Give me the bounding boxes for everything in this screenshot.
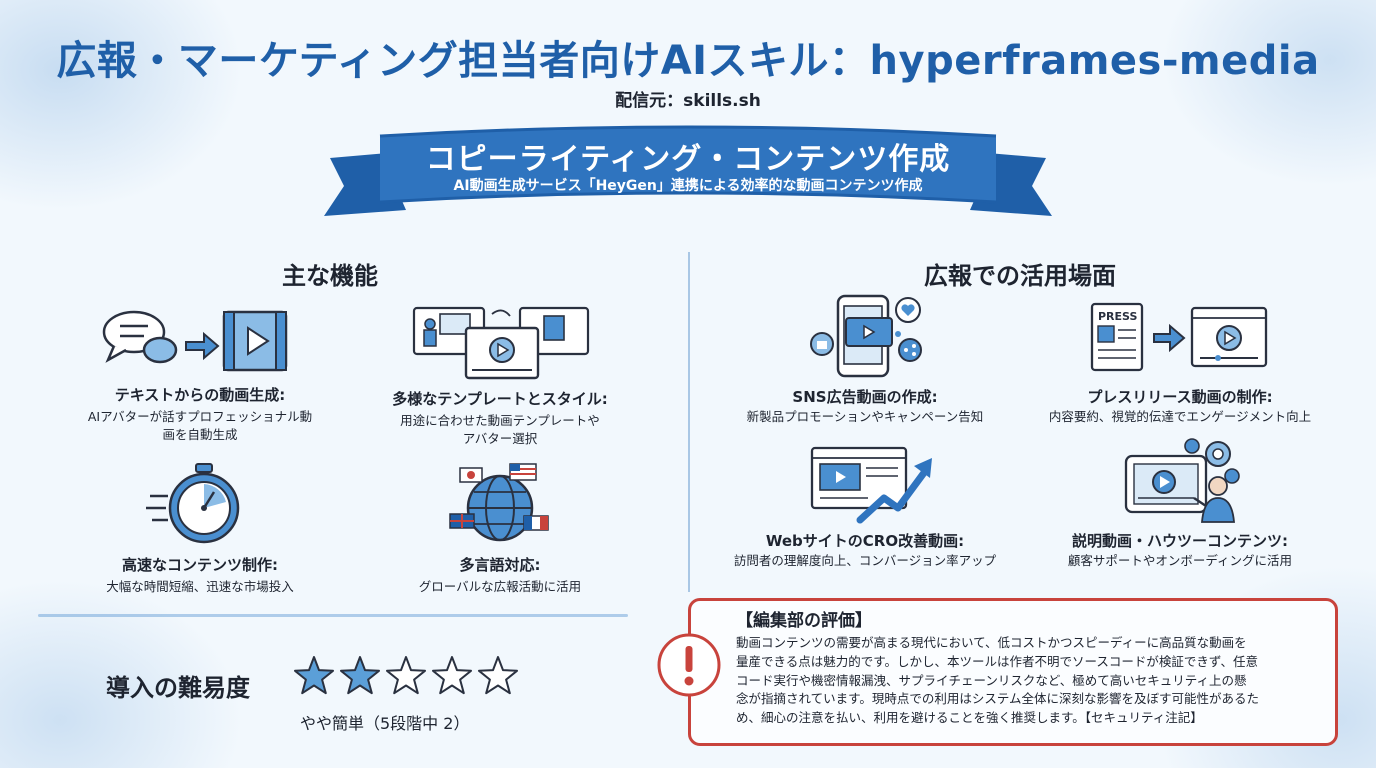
- warning-icon: [657, 633, 721, 697]
- star-empty-icon: [386, 656, 426, 695]
- stopwatch-icon: [146, 463, 240, 544]
- feature-title: テキストからの動画生成:: [114, 386, 286, 404]
- column-divider: [688, 252, 690, 592]
- star-empty-icon: [432, 656, 472, 695]
- sns-phone-icon: [810, 294, 922, 378]
- website-growth-icon: [810, 446, 932, 524]
- feature-desc: 大幅な時間短縮、迅速な市場投入: [106, 579, 294, 594]
- feature-desc: 用途に合わせた動画テンプレートや アバター選択: [400, 413, 600, 447]
- ribbon-heading: コピーライティング・コンテンツ作成: [425, 142, 951, 177]
- feature-desc: グローバルな広報活動に活用: [418, 579, 582, 594]
- difficulty-note: やや簡単（5段階中 2）: [300, 714, 470, 733]
- usecase-title: SNS広告動画の作成:: [792, 388, 938, 406]
- page-title: 広報・マーケティング担当者向けAIスキル：hyperframes-media: [56, 38, 1320, 84]
- ribbon-subheading: AI動画生成サービス「HeyGen」連携による効率的な動画コンテンツ作成: [453, 178, 923, 194]
- usecase-desc: 顧客サポートやオンボーディングに活用: [1067, 553, 1293, 568]
- usecases-heading: 広報での活用場面: [868, 256, 1172, 297]
- feature-desc: AIアバターが話すプロフェッショナル動 画を自動生成: [87, 409, 313, 443]
- feature-title: 高速なコンテンツ制作:: [122, 556, 278, 574]
- editor-review-title: 【編集部の評価】: [736, 611, 872, 631]
- feature-title: 多様なテンプレートとスタイル:: [392, 390, 608, 408]
- star-filled-icon: [340, 656, 380, 695]
- templates-icon: [412, 306, 590, 380]
- press-to-video-icon: PRESS: [1090, 302, 1268, 372]
- star-empty-icon: [478, 656, 518, 695]
- ribbon-banner: [324, 125, 1052, 216]
- tablet-presenter-icon: [1124, 438, 1240, 523]
- source-label: 配信元：skills.sh: [615, 91, 761, 111]
- usecase-title: 説明動画・ハウツーコンテンツ:: [1071, 532, 1288, 550]
- star-filled-icon: [294, 656, 334, 695]
- feature-title: 多言語対応:: [459, 556, 541, 574]
- editor-review-body: 動画コンテンツの需要が高まる現代において、低コストかつスピーディーに高品質な動画…: [736, 635, 1260, 725]
- usecase-desc: 訪問者の理解度向上、コンバージョン率アップ: [733, 553, 997, 568]
- text-to-video-icon: [102, 310, 288, 372]
- usecase-title: プレスリリース動画の制作:: [1087, 388, 1273, 406]
- features-heading: 主な機能: [228, 256, 432, 297]
- star-rating: [292, 654, 522, 700]
- section-divider: [38, 614, 628, 617]
- difficulty-label: 導入の難易度: [106, 674, 250, 702]
- press-label: PRESS: [1098, 310, 1137, 323]
- usecase-title: WebサイトのCRO改善動画:: [765, 532, 965, 550]
- usecase-desc: 新製品プロモーションやキャンペーン告知: [746, 409, 984, 424]
- usecase-desc: 内容要約、視覚的伝達でエンゲージメント向上: [1048, 409, 1312, 424]
- globe-flags-icon: [449, 463, 549, 542]
